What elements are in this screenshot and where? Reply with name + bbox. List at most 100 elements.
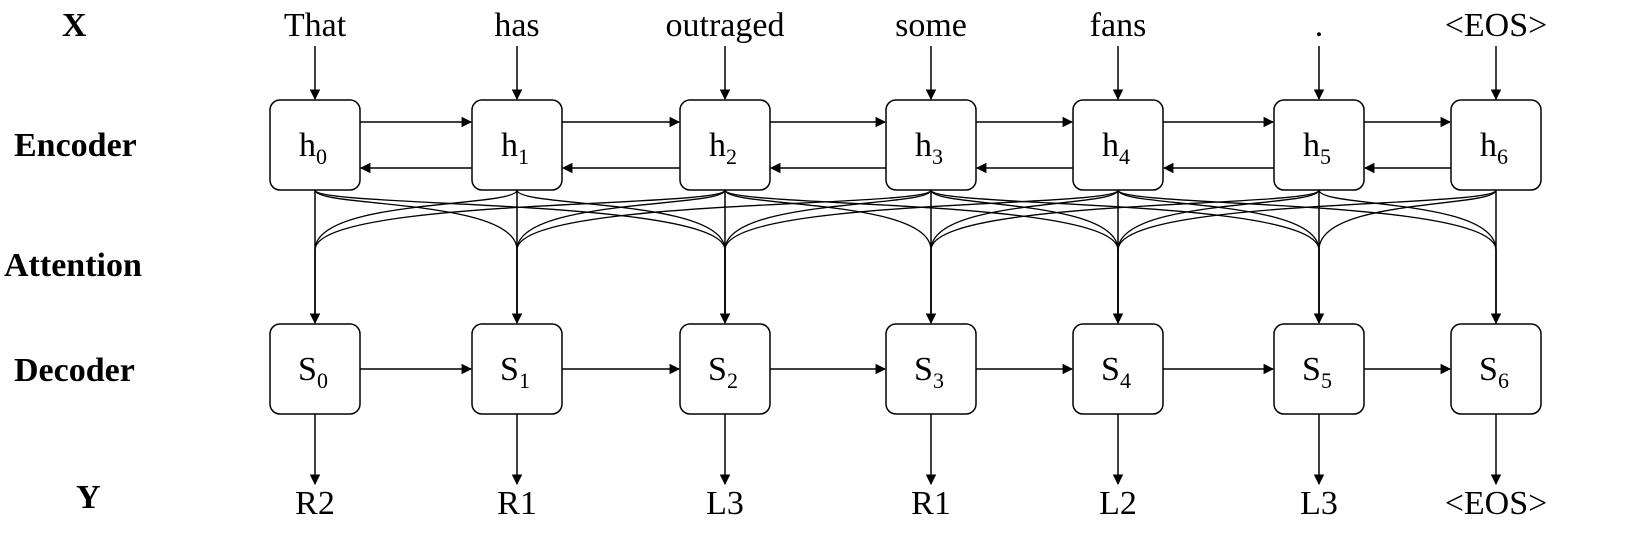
attention-curve	[1117, 189, 1497, 322]
decoder-cell-6: S6	[1450, 323, 1542, 415]
encoder-cell-label: h2	[709, 127, 737, 169]
decoder-cell-subscript: 5	[1321, 368, 1332, 393]
encoder-cell-box	[1273, 99, 1365, 191]
decoder-cell-4: S4	[1072, 323, 1164, 415]
encoder-cell-base: h	[915, 127, 932, 164]
decoder-cell-label: S2	[708, 351, 738, 393]
encoder-cell-base: h	[1102, 127, 1119, 164]
decoder-cell-box	[471, 323, 563, 415]
attention-curves	[314, 189, 1497, 322]
attention-curve	[724, 189, 1119, 322]
decoder-cell-label: S5	[1302, 351, 1332, 393]
attention-curve	[930, 189, 1119, 322]
recurrent-edges	[309, 46, 1502, 486]
row-label-x: X	[62, 7, 87, 44]
encoder-cell-box	[471, 99, 563, 191]
decoder-cell-base: S	[1479, 351, 1498, 388]
decoder-cell-label: S4	[1101, 351, 1131, 393]
decoder-cell-label: S0	[298, 351, 328, 393]
encoder-cell-subscript: 0	[316, 144, 327, 169]
encoder-cell-subscript: 1	[518, 144, 529, 169]
encoder-cell-label: h0	[299, 127, 327, 169]
decoder-cell-base: S	[914, 351, 933, 388]
decoder-cell-label: S6	[1479, 351, 1509, 393]
encoder-cell-label: h6	[1480, 127, 1508, 169]
encoder-cell-6: h6	[1450, 99, 1542, 191]
decoder-cell-box	[1072, 323, 1164, 415]
encoder-cell-subscript: 2	[726, 144, 737, 169]
encoder-cell-base: h	[1480, 127, 1497, 164]
decoder-cell-subscript: 0	[317, 368, 328, 393]
attention-curve	[1318, 189, 1497, 322]
input-token: outraged	[666, 7, 785, 44]
decoder-cell-box	[269, 323, 361, 415]
input-token: has	[494, 7, 539, 44]
attention-curve	[930, 189, 1320, 322]
decoder-cell-1: S1	[471, 323, 563, 415]
input-token: .	[1315, 7, 1324, 44]
row-label-attention: Attention	[4, 247, 142, 284]
decoder-cell-base: S	[708, 351, 727, 388]
output-token: <EOS>	[1445, 485, 1548, 522]
encoder-cell-box	[885, 99, 977, 191]
encoder-cell-0: h0	[269, 99, 361, 191]
decoder-cell-2: S2	[679, 323, 771, 415]
decoder-cell-base: S	[298, 351, 317, 388]
attention-curve	[516, 189, 726, 322]
encoder-cell-base: h	[299, 127, 316, 164]
encoder-cell-subscript: 5	[1320, 144, 1331, 169]
encoder-cell-base: h	[1303, 127, 1320, 164]
output-token: L3	[1300, 485, 1338, 522]
decoder-cell-base: S	[500, 351, 519, 388]
attention-curve	[930, 189, 1119, 322]
encoder-cell-subscript: 4	[1119, 144, 1130, 169]
encoder-cell-subscript: 3	[932, 144, 943, 169]
input-token: fans	[1090, 7, 1147, 44]
decoder-cell-subscript: 1	[519, 368, 530, 393]
decoder-cell-subscript: 4	[1120, 368, 1131, 393]
decoder-cell-subscript: 2	[727, 368, 738, 393]
encoder-cell-subscript: 6	[1497, 144, 1508, 169]
input-token: some	[895, 7, 967, 44]
attention-curve	[724, 189, 1119, 322]
encoder-cell-box	[679, 99, 771, 191]
attention-curve	[1318, 189, 1497, 322]
output-token: R1	[497, 485, 537, 522]
attention-curve	[516, 189, 726, 322]
decoder-cell-box	[679, 323, 771, 415]
encoder-cell-5: h5	[1273, 99, 1365, 191]
encoder-cell-label: h1	[501, 127, 529, 169]
decoder-cell-label: S3	[914, 351, 944, 393]
encoder-cell-3: h3	[885, 99, 977, 191]
decoder-cell-subscript: 3	[933, 368, 944, 393]
row-label-encoder: Encoder	[14, 127, 137, 164]
decoder-cell-base: S	[1302, 351, 1321, 388]
encoder-cell-2: h2	[679, 99, 771, 191]
attention-curve	[314, 189, 518, 322]
attention-curve	[516, 189, 932, 322]
encoder-cell-box	[1072, 99, 1164, 191]
encoder-cell-label: h5	[1303, 127, 1331, 169]
encoder-cell-base: h	[501, 127, 518, 164]
input-token: <EOS>	[1445, 7, 1548, 44]
decoder-cell-box	[1273, 323, 1365, 415]
decoder-cell-5: S5	[1273, 323, 1365, 415]
attention-curve	[724, 189, 932, 322]
output-token: L2	[1099, 485, 1137, 522]
decoder-cell-base: S	[1101, 351, 1120, 388]
attention-curve	[1117, 189, 1497, 322]
decoder-cell-subscript: 6	[1498, 368, 1509, 393]
input-token: That	[284, 7, 347, 44]
attention-curve	[314, 189, 726, 322]
attention-curve	[724, 189, 932, 322]
encoder-cell-4: h4	[1072, 99, 1164, 191]
encoder-cell-label: h4	[1102, 127, 1130, 169]
row-label-decoder: Decoder	[14, 352, 135, 389]
output-token: R1	[911, 485, 951, 522]
encoder-cell-box	[1450, 99, 1542, 191]
attention-curve	[930, 189, 1320, 322]
decoder-cell-label: S1	[500, 351, 530, 393]
decoder-cell-3: S3	[885, 323, 977, 415]
